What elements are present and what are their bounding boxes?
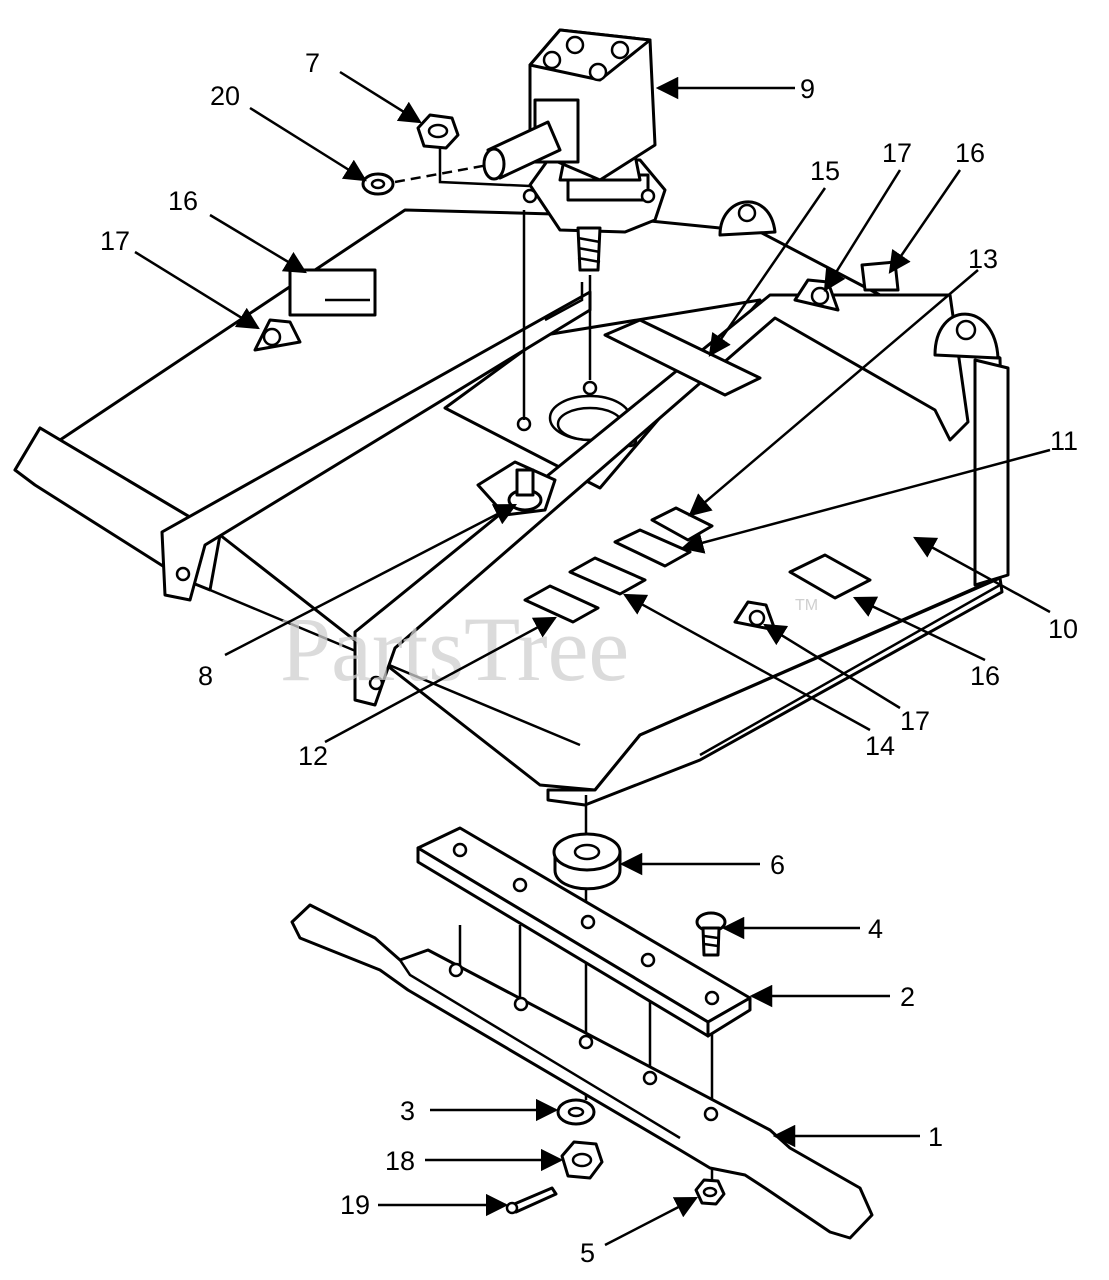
nut-5 (694, 1178, 726, 1206)
callout-15: 15 (810, 156, 840, 186)
bolt-4 (695, 911, 727, 957)
callout-17-top: 17 (882, 138, 912, 168)
callout-6: 6 (770, 850, 785, 880)
gearbox (482, 28, 667, 322)
washer-3 (556, 1098, 596, 1126)
callout-17-bottom: 17 (900, 706, 930, 736)
watermark-trademark: TM (795, 597, 818, 614)
callout-17-left: 17 (100, 226, 130, 256)
callout-4: 4 (868, 914, 883, 944)
callout-1: 1 (928, 1122, 943, 1152)
callout-16-right: 16 (970, 661, 1000, 691)
stiffener-bar (416, 826, 752, 1038)
callout-labels: 7 20 9 16 17 15 17 16 13 11 10 8 12 14 1… (100, 48, 1078, 1268)
callout-2: 2 (900, 982, 915, 1012)
callout-7: 7 (305, 48, 320, 78)
cotter-pin-19 (505, 1186, 558, 1215)
mower-deck (13, 200, 1010, 807)
callout-20: 20 (210, 81, 240, 111)
callout-14: 14 (865, 731, 895, 761)
callout-8: 8 (198, 661, 213, 691)
watermark-text: PartsTree (280, 598, 629, 700)
leader-lines (134, 70, 1051, 1247)
callout-10: 10 (1048, 614, 1078, 644)
blade-adapter (552, 832, 622, 891)
mower-blade (290, 903, 874, 1240)
callout-13: 13 (968, 244, 998, 274)
callout-5: 5 (580, 1238, 595, 1268)
decal-16-right (788, 553, 872, 600)
callout-16-left: 16 (168, 186, 198, 216)
decal-14 (568, 556, 647, 596)
nut-7 (416, 113, 460, 150)
callout-9: 9 (800, 74, 815, 104)
washer-20 (361, 172, 395, 196)
callout-16-top: 16 (955, 138, 985, 168)
callout-12: 12 (298, 741, 328, 771)
callout-18: 18 (385, 1146, 415, 1176)
nut-18 (560, 1140, 604, 1180)
decal-16-left (288, 268, 377, 317)
decal-15 (603, 318, 762, 397)
callout-19: 19 (340, 1190, 370, 1220)
decal-12 (523, 584, 600, 624)
callout-3: 3 (400, 1096, 415, 1126)
callout-11: 11 (1050, 426, 1078, 456)
